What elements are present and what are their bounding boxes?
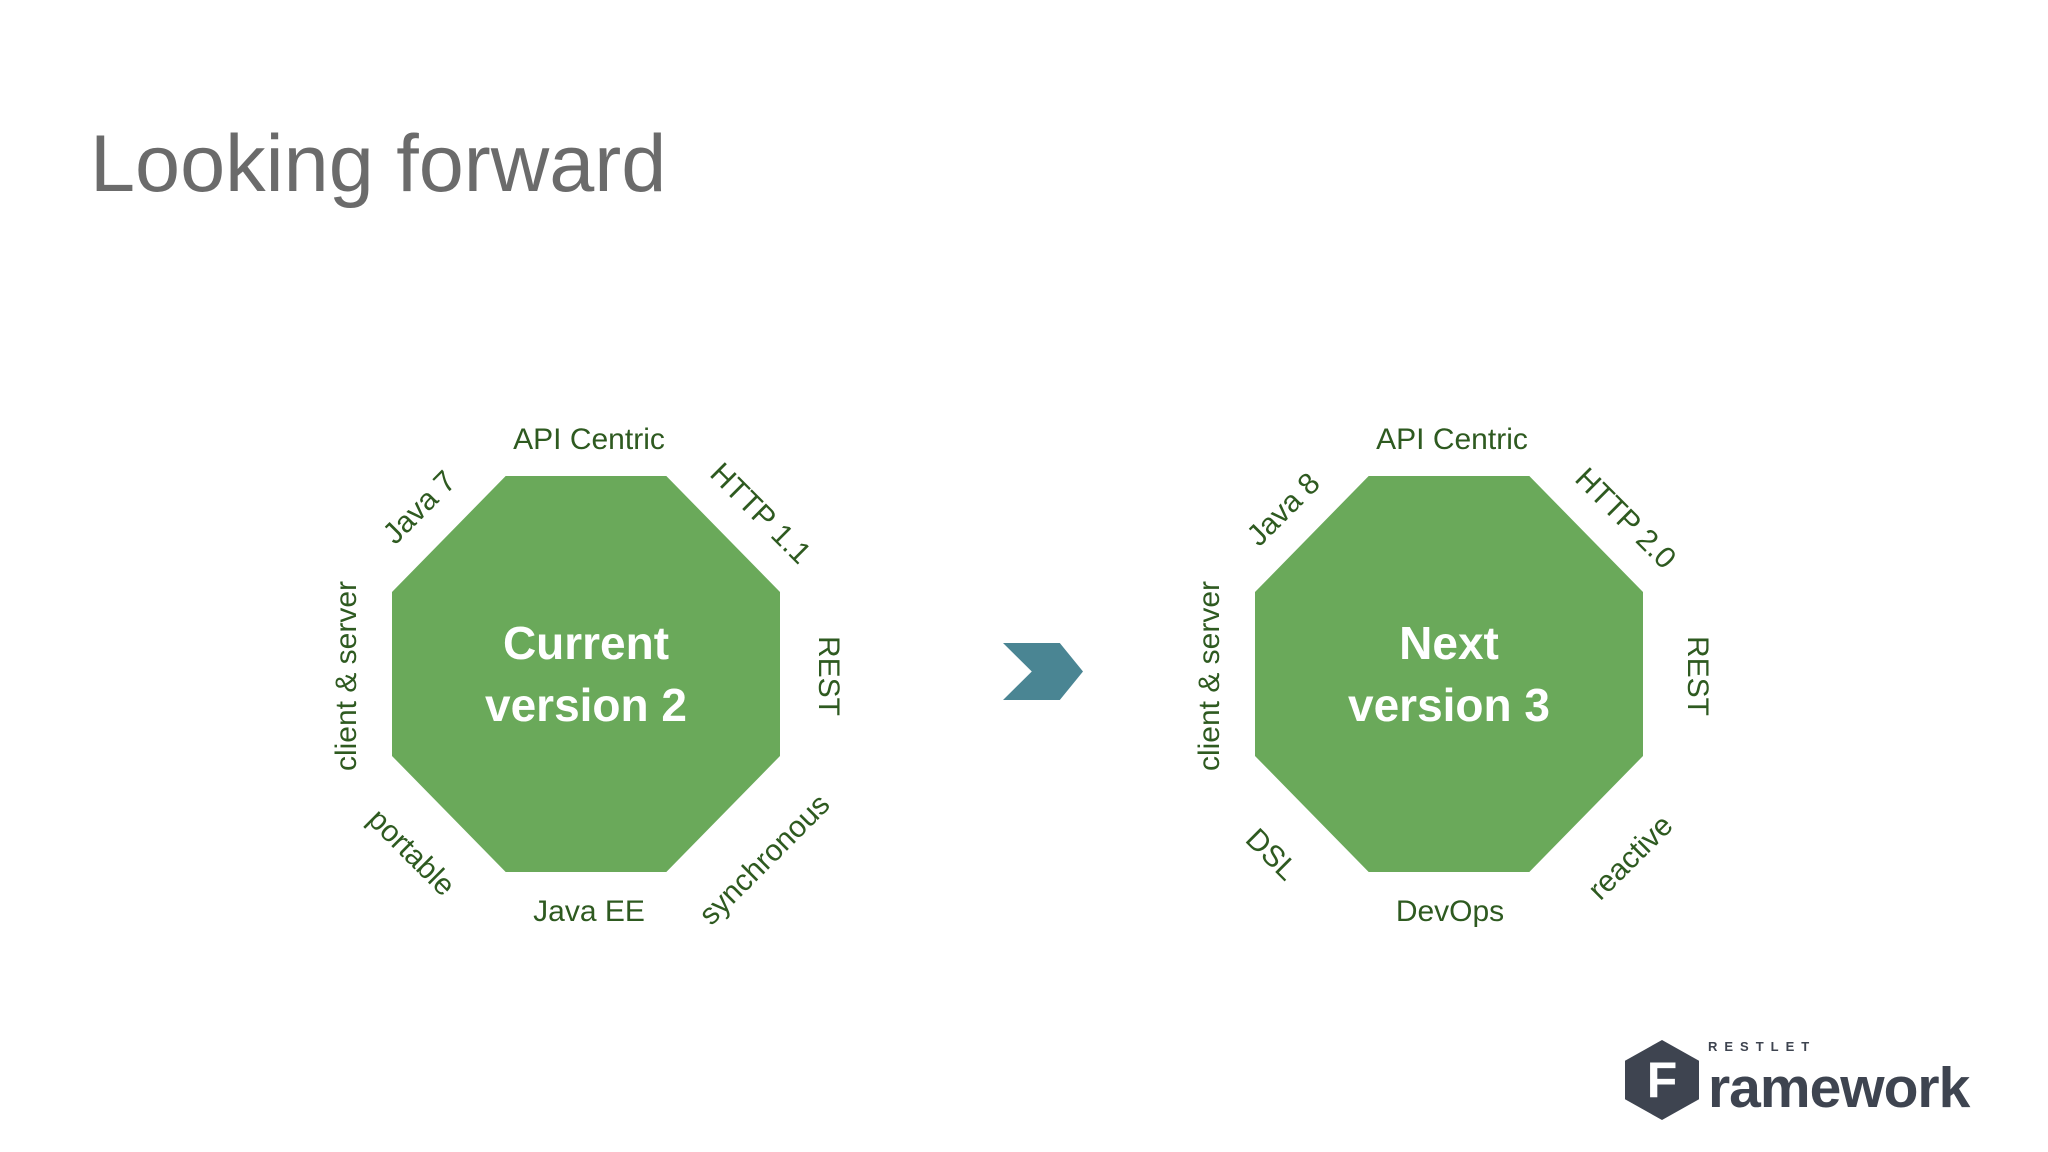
octagon-current-line1: Current	[502, 616, 670, 669]
label-next-rest: REST	[1681, 635, 1714, 717]
octagon-current-center-text: Current version 2	[485, 612, 687, 736]
logo-restlet-text: RESTLET	[1708, 1039, 1817, 1054]
label-next-devops: DevOps	[1395, 895, 1505, 928]
label-current-java-ee: Java EE	[533, 895, 645, 928]
logo-wordmark: RESTLET ramework	[1708, 1039, 1970, 1120]
octagon-next-line1: Next	[1399, 616, 1499, 669]
logo-monogram: F	[1646, 1052, 1678, 1108]
octagon-current-line2: version 2	[485, 679, 687, 731]
label-next-api-centric: API Centric	[1376, 423, 1528, 456]
restlet-hexagon-f-icon: F	[1625, 1040, 1699, 1120]
octagon-next-version: Next version 3	[1255, 476, 1643, 872]
octagon-next-center-text: Next version 3	[1348, 612, 1550, 736]
octagon-current-version: Current version 2	[392, 476, 780, 872]
label-current-rest: REST	[812, 635, 845, 717]
label-current-client-server: client & server	[330, 580, 363, 772]
label-next-client-server: client & server	[1193, 580, 1226, 772]
octagon-next-line2: version 3	[1348, 679, 1550, 731]
chevron-right-icon	[1003, 643, 1083, 700]
page-title: Looking forward	[90, 119, 667, 209]
label-next-dsl: DSL	[1239, 822, 1304, 887]
label-current-portable: portable	[361, 802, 462, 903]
label-current-api-centric: API Centric	[513, 423, 665, 456]
restlet-framework-logo: F RESTLET ramework	[1625, 1039, 1970, 1120]
label-next-reactive: reactive	[1581, 808, 1680, 907]
logo-framework-text: ramework	[1708, 1056, 1970, 1120]
